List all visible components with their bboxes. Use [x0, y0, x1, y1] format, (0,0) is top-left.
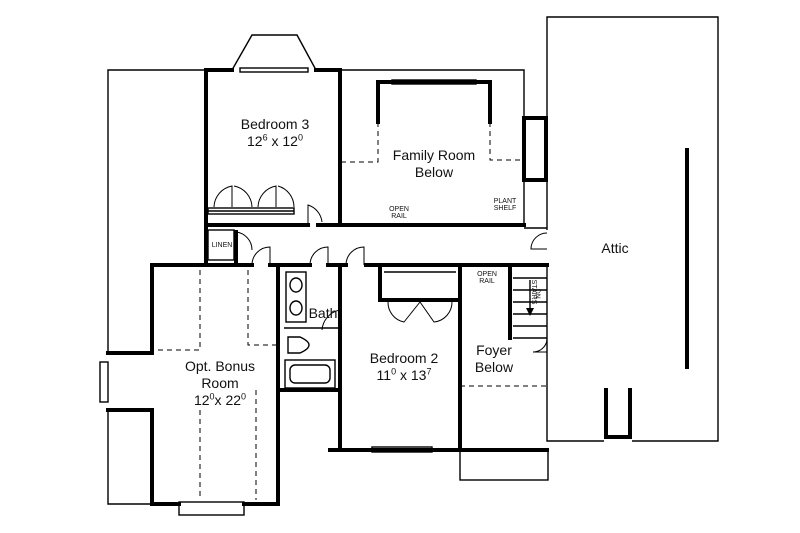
plant-shelf-line1: PLANT — [493, 198, 517, 205]
stairs-dn-label: DN — [533, 288, 541, 299]
foyer-label: Foyer Below — [468, 342, 520, 376]
bonus-room-walls — [99, 270, 280, 506]
bedroom2-label: Bedroom 2 110 x 137 — [354, 350, 454, 384]
bath-walls — [276, 263, 342, 392]
bonus-room-dims: 120x 220 — [193, 390, 247, 408]
family-room-label: Family Room Below — [384, 147, 484, 181]
foyer-name: Foyer — [476, 342, 512, 358]
attic-label: Attic — [601, 240, 629, 256]
plant-shelf-line2: SHELF — [493, 205, 517, 213]
linen-label: LINEN — [211, 242, 233, 249]
bonus-room-room: Room — [201, 374, 239, 391]
bedroom2-dims: 110 x 137 — [376, 366, 432, 383]
open-rail-family-line2: RAIL — [391, 213, 407, 221]
open-rail-foyer-line1: OPEN — [477, 271, 497, 278]
bedroom3-label: Bedroom 3 126 x 120 — [225, 116, 325, 150]
linen-closet — [207, 229, 235, 261]
foyer-below: Below — [474, 358, 514, 375]
foyer-walls — [458, 263, 549, 481]
open-rail-family-line1: OPEN — [389, 206, 409, 213]
bedroom3-dims: 126 x 120 — [247, 132, 303, 149]
open-rail-family-note: OPEN RAIL — [384, 206, 414, 221]
bedroom2-walls — [328, 266, 462, 453]
attic-outline — [546, 16, 719, 442]
family-room-below: Below — [414, 163, 454, 180]
bedroom2-name: Bedroom 2 — [369, 350, 439, 366]
family-room-name: Family Room — [392, 147, 476, 163]
open-rail-foyer-note: OPEN RAIL — [472, 271, 502, 286]
plant-shelf-note: PLANT SHELF — [489, 198, 521, 213]
open-rail-foyer-line2: RAIL — [479, 278, 495, 286]
family-room-walls — [338, 79, 548, 227]
bath-label: Bath — [308, 305, 338, 321]
bedroom3-name: Bedroom 3 — [240, 116, 310, 132]
bonus-room-label: Opt. Bonus Room 120x 220 — [170, 358, 270, 408]
bonus-room-name: Opt. Bonus — [184, 358, 256, 374]
